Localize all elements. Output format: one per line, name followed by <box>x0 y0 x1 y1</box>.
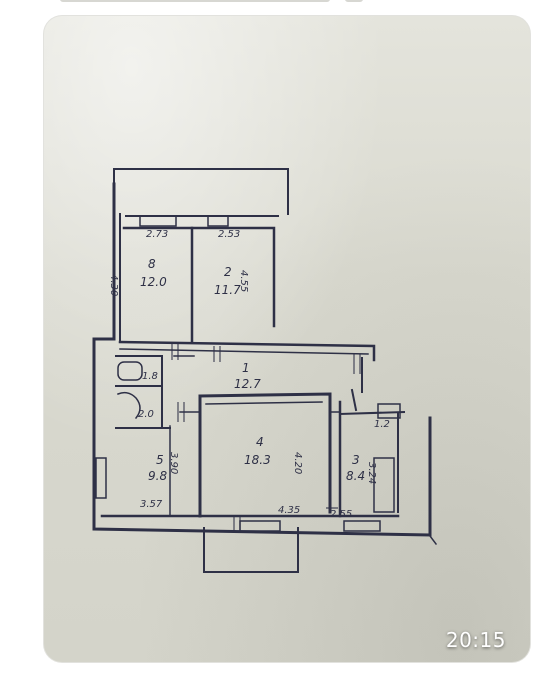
side-depth: 3.24 <box>366 462 377 485</box>
room-8-width: 2.73 <box>146 229 169 240</box>
room-2-area: 11.7 <box>214 283 241 297</box>
room-4-number: 4 <box>256 435 264 449</box>
room-5-width: 3.57 <box>140 499 163 510</box>
room-3-number: 3 <box>352 453 360 467</box>
room-8-area: 12.0 <box>140 275 167 289</box>
room-3-area: 8.4 <box>346 469 366 483</box>
room-2-width: 2.53 <box>218 229 241 240</box>
bath-area: 1.8 <box>142 371 158 382</box>
paper-photo-background <box>44 16 530 662</box>
balcony-top <box>113 168 289 215</box>
room-4-depth: 4.20 <box>292 452 303 475</box>
message-timestamp: 20:15 <box>445 628 506 652</box>
room-1-number: 1 <box>242 361 250 375</box>
room-1-area: 12.7 <box>234 377 261 391</box>
room-2-depth: 4.55 <box>238 270 249 293</box>
room-2-number: 2 <box>224 265 232 279</box>
room-4-area: 18.3 <box>244 453 271 467</box>
outer-wall <box>92 182 432 537</box>
room-8-number: 8 <box>148 257 156 271</box>
room-3-width: 2.55 <box>330 509 353 520</box>
photo-message-bubble[interactable]: 2.73 2.53 8 12.0 4.30 2 11.7 4.55 1 12.7… <box>44 16 530 662</box>
room-4-width: 4.35 <box>278 505 301 516</box>
room-labels: 2.73 2.53 8 12.0 4.30 2 11.7 4.55 1 12.7… <box>44 16 530 662</box>
previous-message-edge <box>0 0 544 8</box>
storage-area: 1.2 <box>374 419 390 430</box>
wc-area: 2.0 <box>138 409 154 420</box>
room-5-number: 5 <box>156 453 164 467</box>
apartment-floor-plan <box>92 168 438 573</box>
room-5-area: 9.8 <box>148 469 168 483</box>
room-4-side: 3.90 <box>168 452 179 475</box>
room-8-depth: 4.30 <box>108 274 119 297</box>
